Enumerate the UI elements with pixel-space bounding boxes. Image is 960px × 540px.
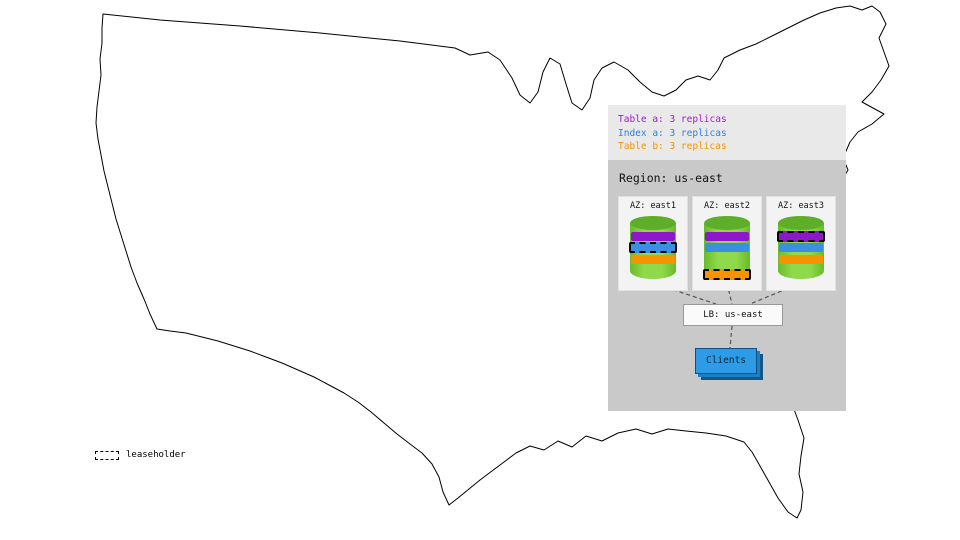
legend-table-a: Table a: 3 replicas [618,114,727,125]
connector-lb-clients [729,325,733,349]
legend-index-a: Index a: 3 replicas [618,127,727,139]
replica-bar-table-b-leaseholder [703,269,751,280]
region-panel: Region: us-east AZ: east1 AZ: east2 [608,160,846,411]
replica-bar-index-a [705,243,749,252]
cluster-overlay-panel: Table a: 3 replicas Index a: 3 replicas … [608,105,846,411]
leaseholder-legend-label: leaseholder [126,450,186,460]
az-box-east1: AZ: east1 [618,196,688,291]
replica-bar-table-b [631,255,675,264]
az-label: AZ: east3 [777,201,825,211]
replica-bar-table-b [779,255,823,264]
database-cylinder-east1 [629,216,677,282]
replica-bar-table-a [631,232,675,241]
replica-bar-index-a [779,243,823,252]
database-cylinder-east2 [703,216,751,282]
region-title: Region: us-east [619,171,723,185]
cylinder-top [630,216,676,230]
az-row: AZ: east1 AZ: east2 [618,196,836,291]
clients-box: Clients [695,348,757,374]
replica-bar-index-a-leaseholder [629,242,677,253]
database-cylinder-east3 [777,216,825,282]
az-box-east3: AZ: east3 [766,196,836,291]
replica-bar-table-a-leaseholder [777,231,825,242]
az-label: AZ: east2 [703,201,751,211]
load-balancer-box: LB: us-east [683,304,783,326]
cylinder-top [704,216,750,230]
replica-bar-table-a [705,232,749,241]
az-box-east2: AZ: east2 [692,196,762,291]
leaseholder-legend: leaseholder [95,450,186,460]
legend-table-b: Table b: 3 replicas [618,141,727,152]
cylinder-top [778,216,824,230]
az-label: AZ: east1 [629,201,677,211]
leaseholder-swatch-icon [95,450,119,460]
replica-legend: Table a: 3 replicas Index a: 3 replicas … [608,105,846,154]
